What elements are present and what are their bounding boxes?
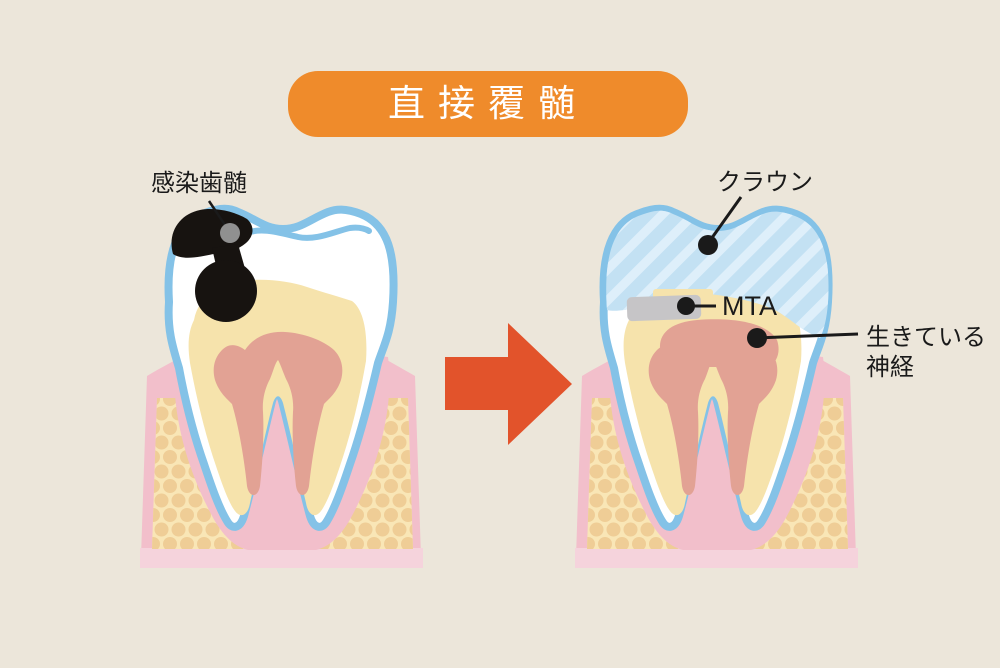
leader-line: [756, 332, 859, 340]
caries-decay: [171, 209, 257, 322]
crown-callout: クラウン: [698, 169, 813, 255]
living-nerve-callout: 生きている 神経: [747, 324, 986, 381]
living-nerve-label-line2: 神経: [866, 354, 914, 381]
marker-dot: [698, 235, 718, 255]
infected-pulp-callout: 感染歯髄: [151, 170, 247, 243]
gum-base-strip: [575, 548, 858, 568]
leader-line: [207, 200, 229, 229]
left-tooth-diagram: [140, 209, 423, 568]
title-banner: 直接覆髄: [288, 71, 688, 137]
crown-label: クラウン: [717, 169, 813, 196]
fissure-line: [244, 224, 372, 241]
living-pulp-chamber: [659, 319, 779, 367]
page-title: 直接覆髄: [388, 83, 588, 124]
title-banner-bg: [288, 71, 688, 137]
infected-pulp-label: 感染歯髄: [151, 170, 247, 197]
right-arrow-icon: [445, 323, 572, 445]
gum-base-strip: [140, 548, 423, 568]
mta-label: MTA: [722, 291, 777, 321]
mta-callout: MTA: [677, 291, 777, 321]
living-nerve-label-line1: 生きている: [866, 324, 986, 351]
marker-dot: [747, 328, 767, 348]
marker-dot: [220, 223, 240, 243]
right-tooth-diagram: [575, 209, 858, 568]
leader-line: [707, 196, 743, 243]
marker-dot: [677, 297, 695, 315]
